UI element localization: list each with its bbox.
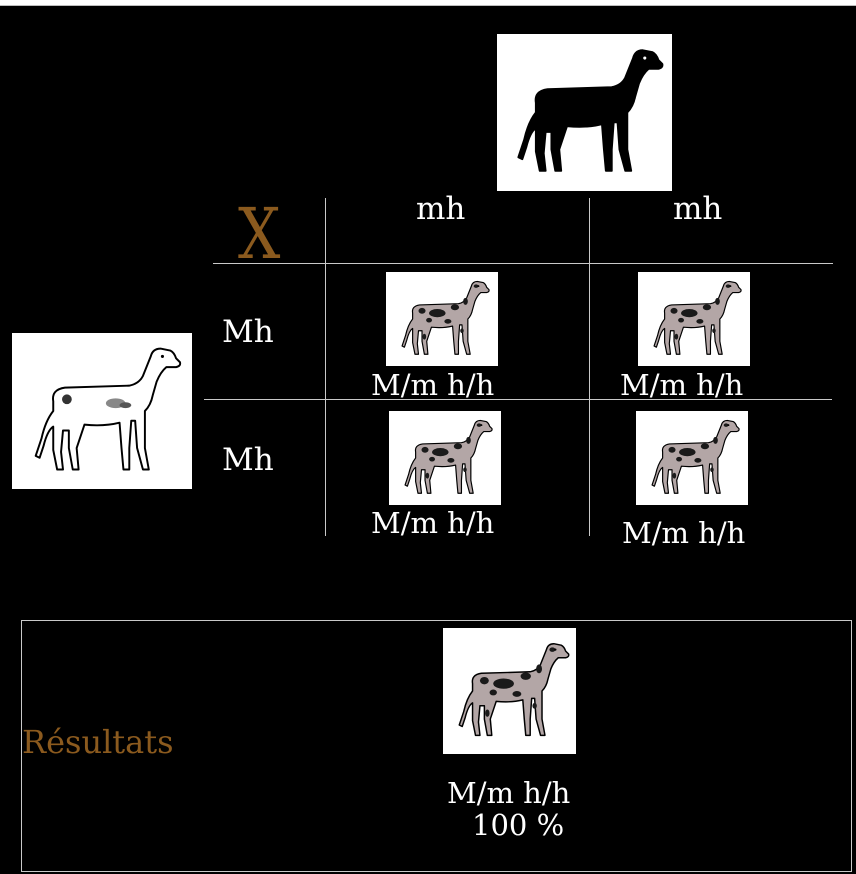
mother-card [12,333,192,489]
result-percent: 100 % [472,808,564,842]
merle-dane-icon [638,272,750,366]
merle-dane-icon [389,411,501,505]
cell-genotype-2-2: M/m h/h [622,516,745,550]
row-header-1: Mh [222,314,274,350]
grid-vertical-line-2 [589,198,590,536]
cell-genotype-1-2: M/m h/h [620,368,743,402]
merle-dane-icon [386,272,498,366]
results-label: Résultats [22,723,174,761]
result-offspring-card [443,628,576,754]
offspring-card-2-1 [389,411,501,505]
offspring-card-2-2 [636,411,748,505]
offspring-card-1-2 [638,272,750,366]
result-genotype: M/m h/h [447,776,570,810]
merle-dane-icon [443,628,576,754]
row-header-2: Mh [222,442,274,478]
black-dane-icon [497,34,672,191]
column-header-1: mh [416,191,465,227]
white-dane-icon [12,333,192,489]
grid-horizontal-line-1 [213,263,833,264]
father-card [497,34,672,191]
column-header-2: mh [673,191,722,227]
offspring-card-1-1 [386,272,498,366]
cell-genotype-1-1: M/m h/h [371,368,494,402]
cross-symbol: X [238,194,280,274]
cell-genotype-2-1: M/m h/h [371,506,494,540]
grid-vertical-line-1 [325,198,326,536]
punnett-slide: X mh mh Mh Mh M/m h/h M/m h/h M/m h/h M/… [0,5,856,874]
merle-dane-icon [636,411,748,505]
